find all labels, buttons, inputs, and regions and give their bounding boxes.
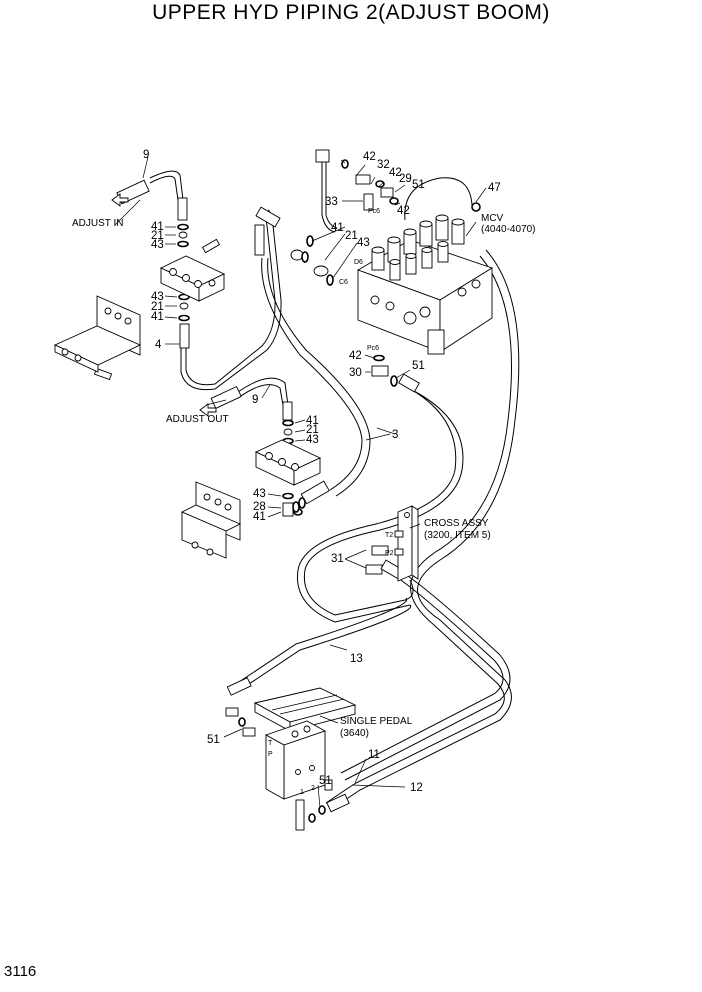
callout-51: 51 [412,360,425,372]
callout-43: 43 [151,291,164,303]
callout-51: 51 [319,775,332,787]
callout-33: 33 [325,196,338,208]
bracket-lower [180,481,242,559]
callout-9: 9 [252,394,258,406]
port-mark-2: 2 [311,785,315,792]
mcv-ref-label: (4040-4070) [481,224,535,235]
port-mark-t: T [268,740,273,747]
callout-13: 13 [350,653,363,665]
adjust-out-label: ADJUST OUT [166,414,229,425]
callout-32: 32 [377,159,390,171]
single-pedal-label: SINGLE PEDAL [340,716,413,727]
callout-9: 9 [143,149,149,161]
fittings [93,149,481,831]
callout-41: 41 [253,511,266,523]
port-mark-1: 1 [300,789,304,796]
main-control-valve [356,214,494,355]
single-pedal-ref-label: (3640) [340,728,369,739]
callout-41: 41 [306,415,319,427]
callout-29: 29 [399,173,412,185]
cross-assy [394,505,419,582]
page-title: UPPER HYD PIPING 2(ADJUST BOOM) [152,1,550,24]
hose-lines [149,158,520,811]
callout-21: 21 [306,424,319,436]
adjust-in-arrow-icon [111,193,129,207]
callout-43: 43 [151,239,164,251]
callout-51: 51 [207,734,220,746]
callout-30: 30 [349,367,362,379]
callout-4: 4 [155,339,162,351]
callout-42: 42 [389,167,402,179]
callout-31: 31 [331,553,344,565]
callout-21: 21 [151,230,164,242]
callout-43: 43 [357,237,370,249]
callout-28: 28 [253,501,266,513]
port-mark-d6: D6 [354,259,363,266]
port-mark-t2: T2 [385,532,393,539]
callout-3: 3 [392,429,398,441]
leader-lines [114,156,487,809]
callout-11: 11 [368,749,380,761]
callout-43: 43 [253,488,266,500]
page-number: 3116 [4,963,37,980]
port-mark-pc6: Pc6 [367,345,379,352]
adjust-out-arrow-icon [199,403,217,417]
callout-41: 41 [151,311,164,323]
bracket-upper [53,295,142,373]
callout-42: 42 [397,205,410,217]
block-upper [159,255,226,302]
callout-12: 12 [410,782,423,794]
block-lower [254,439,322,486]
callout-43: 43 [306,434,319,446]
cross-assy-label: CROSS ASSY [424,518,489,529]
cross-assy-ref-label: (3200, ITEM 5) [424,530,491,541]
mcv-label: MCV [481,213,504,224]
callout-51: 51 [412,179,425,191]
flow-arrows [111,193,217,417]
single-pedal [253,687,357,800]
adjust-in-label: ADJUST IN [72,218,124,229]
port-mark-p: P [268,751,273,758]
callout-21: 21 [151,301,164,313]
port-mark-pc6: Pc6 [368,208,380,215]
port-mark-p2: P2 [385,550,394,557]
callout-42: 42 [363,151,376,163]
callout-numbers: 9 41 21 43 43 21 41 4 9 41 21 43 3 43 28… [143,149,501,794]
port-mark-c6: C6 [339,279,348,286]
callout-21: 21 [345,230,358,242]
callout-47: 47 [488,182,501,194]
callout-41: 41 [151,221,164,233]
text-labels: ADJUST IN ADJUST OUT MCV (4040-4070) CRO… [72,213,535,739]
callout-42: 42 [349,350,362,362]
port-markings: Pc6 D6 C6 Pc6 T2 P2 T P 1 2 [268,208,394,796]
callout-41: 41 [331,222,344,234]
